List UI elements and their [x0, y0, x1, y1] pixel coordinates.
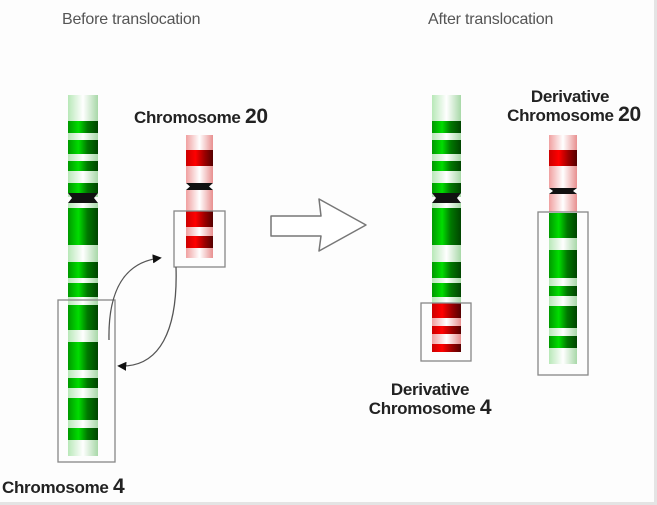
der20-band — [549, 286, 577, 296]
der4-band — [432, 208, 461, 245]
chr4-band — [68, 262, 98, 278]
label-text: Chromosome — [134, 108, 241, 127]
der4-band — [432, 95, 461, 121]
chr4-segment-box — [57, 299, 116, 463]
der4-band — [432, 278, 461, 283]
chr4-band — [68, 342, 98, 370]
label-number: 20 — [618, 103, 641, 126]
chr4-band — [68, 330, 98, 342]
chr4-band — [68, 305, 98, 330]
chr4-band — [68, 203, 98, 208]
chr20-band — [186, 150, 213, 166]
der20-band — [549, 296, 577, 306]
der4-band — [432, 203, 461, 208]
right-arrow-icon — [270, 198, 367, 252]
chr20-band — [186, 236, 213, 248]
chromosome-20-label: Chromosome 20 — [134, 105, 268, 128]
chr4-band — [68, 388, 98, 398]
chr20-band — [186, 166, 213, 183]
chr4-band — [68, 245, 98, 262]
label-text: Chromosome — [368, 399, 476, 418]
der20-band — [549, 328, 577, 336]
chr20-band — [186, 227, 213, 236]
der4-band — [432, 283, 461, 297]
der4-band — [432, 334, 461, 344]
chr4-band — [68, 95, 98, 121]
der4-band — [432, 154, 461, 161]
chr20-centromere — [186, 183, 213, 190]
der20-band — [549, 306, 577, 328]
chr4-band — [68, 278, 98, 283]
curved-return-arrow-icon — [117, 266, 177, 371]
der4-band — [432, 245, 461, 262]
label-number: 20 — [245, 105, 268, 128]
der4-band — [432, 326, 461, 334]
before-heading: Before translocation — [62, 11, 201, 28]
der20-band — [549, 278, 577, 286]
der4-band — [432, 262, 461, 278]
chr20-band — [186, 248, 213, 258]
chr4-band — [68, 161, 98, 171]
chr4-band — [68, 121, 98, 133]
chr20-segment-box — [173, 210, 226, 268]
der20-band — [549, 150, 577, 166]
label-number: 4 — [479, 396, 492, 419]
label-line1: Derivative — [390, 380, 470, 399]
chr4-band — [68, 133, 98, 140]
der4-band — [432, 344, 461, 352]
label-text: Chromosome — [507, 106, 614, 125]
label-line1: Derivative — [530, 87, 610, 106]
chr4-band — [68, 283, 98, 297]
chr4-band — [68, 208, 98, 245]
der4-band — [432, 318, 461, 326]
chr4-band — [68, 398, 98, 420]
der4-band — [432, 183, 461, 193]
frame-bottom — [0, 502, 657, 505]
derivative-chromosome-20-label: Derivative Chromosome 20 — [470, 87, 657, 126]
der20-band — [549, 194, 577, 212]
label-number: 4 — [113, 475, 125, 498]
chr4-centromere — [68, 193, 98, 203]
der4-band — [432, 161, 461, 171]
chr4-band — [68, 428, 98, 440]
chr4-band — [68, 140, 98, 154]
chr4-band — [68, 370, 98, 378]
der4-segment-box — [420, 302, 472, 362]
chr20-band — [186, 190, 213, 211]
der20-band — [549, 135, 577, 150]
chr4-band — [68, 171, 98, 183]
der4-band — [432, 303, 461, 318]
der20-band — [549, 213, 577, 238]
chr4-band — [68, 440, 98, 456]
der4-band — [432, 171, 461, 183]
der20-centromere — [549, 188, 577, 194]
der20-band — [549, 348, 577, 364]
after-heading: After translocation — [428, 11, 554, 28]
der4-band — [432, 121, 461, 133]
der4-band — [432, 297, 461, 305]
der4-band — [432, 140, 461, 154]
frame-edge — [654, 0, 657, 505]
chr4-band — [68, 183, 98, 193]
chr20-band — [186, 211, 213, 227]
derivative-chromosome-4-label: Derivative Chromosome 4 — [345, 380, 515, 419]
der4-band — [432, 133, 461, 140]
curved-double-arrow-icon — [108, 254, 162, 341]
chr4-band — [68, 420, 98, 428]
chr20-band — [186, 135, 213, 150]
der20-band — [549, 238, 577, 250]
der20-band — [549, 336, 577, 348]
chr4-band — [68, 154, 98, 161]
label-text: Chromosome — [2, 478, 109, 497]
der20-segment-box — [537, 211, 589, 376]
chromosome-4-label: Chromosome 4 — [2, 475, 125, 498]
chr4-band — [68, 297, 98, 305]
der20-band — [549, 166, 577, 188]
der4-centromere — [432, 193, 461, 203]
der20-band — [549, 250, 577, 278]
chr4-band — [68, 378, 98, 388]
